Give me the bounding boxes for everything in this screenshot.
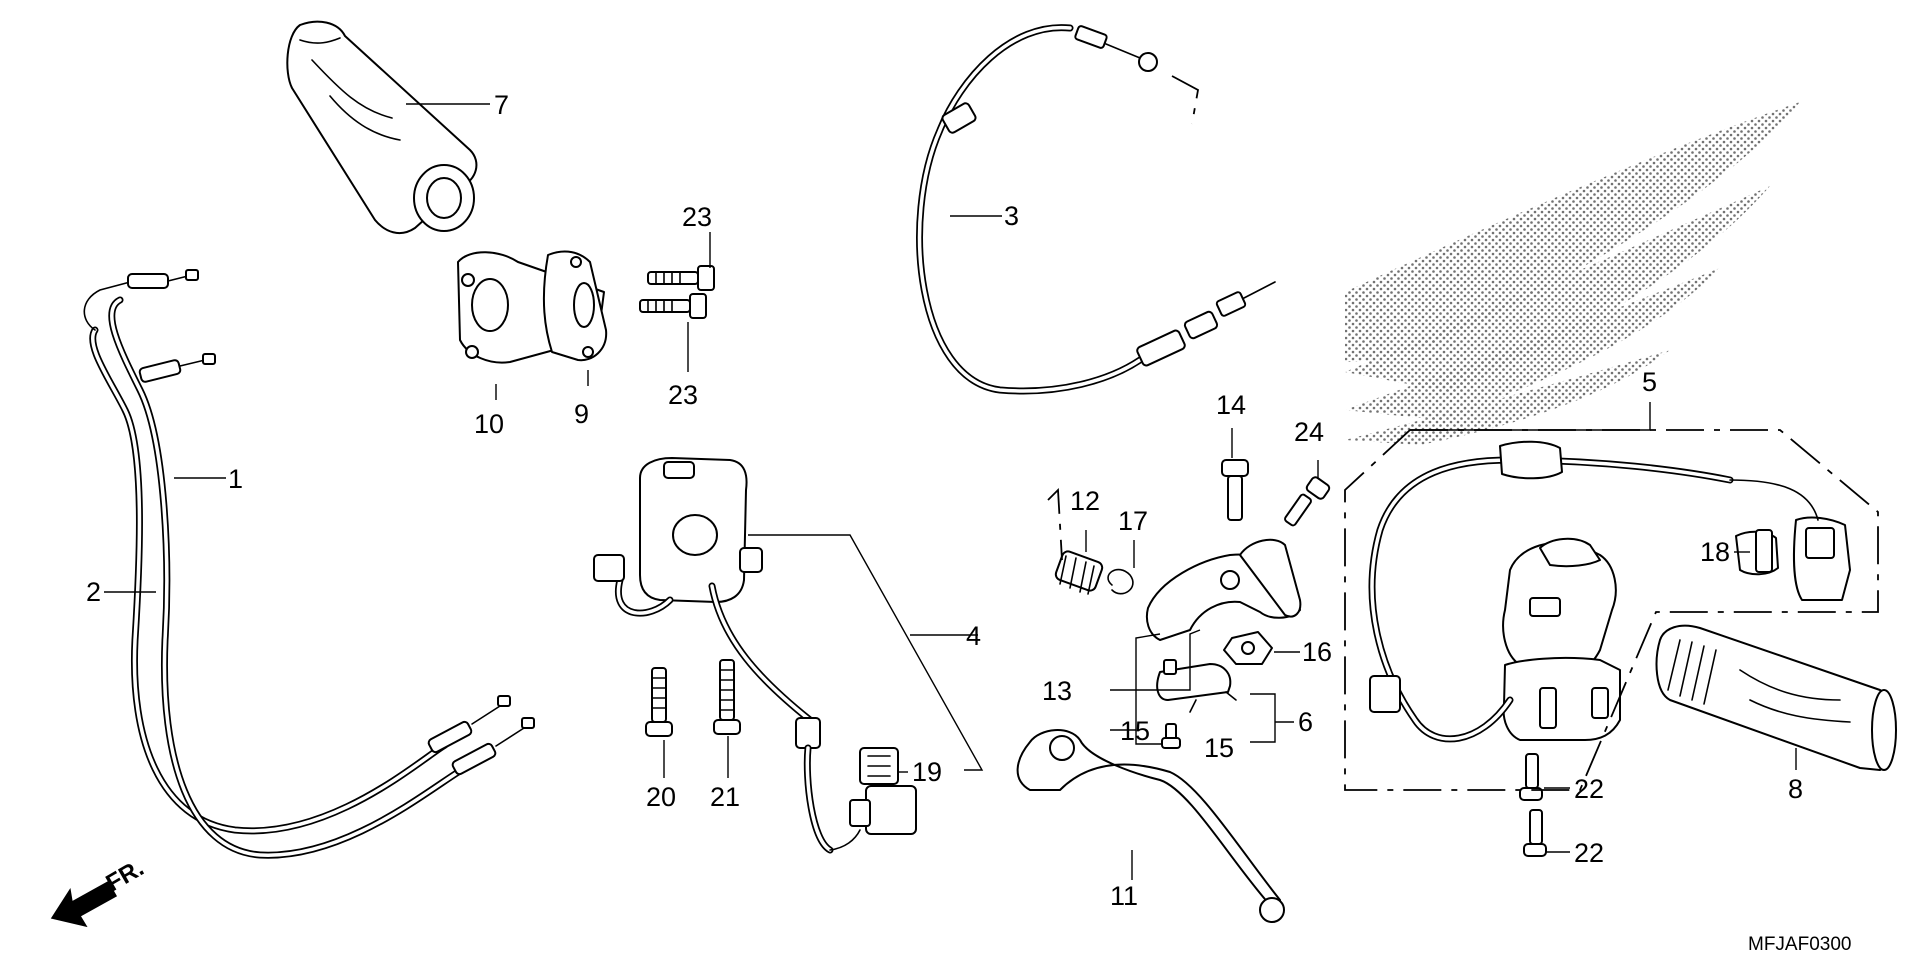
wing-logo-watermark	[1345, 102, 1800, 445]
callout-14: 14	[1216, 390, 1246, 420]
clutch-lever-11	[1016, 729, 1285, 923]
callout-7: 7	[494, 90, 509, 120]
drawing-code: MFJAF0300	[1748, 934, 1851, 955]
callout-23a: 23	[682, 202, 712, 232]
callout-4: 4	[966, 621, 981, 651]
screw-24	[1284, 476, 1331, 527]
callout-16: 16	[1302, 637, 1332, 667]
callout-labels: 1 2 3 4 5 6 7 8 9 10 11 12 13 14 15 15 1…	[86, 90, 1803, 911]
callout-21: 21	[710, 782, 740, 812]
callout-15a: 15	[1120, 716, 1150, 746]
leader-lines	[104, 103, 1797, 880]
callout-6: 6	[1298, 707, 1313, 737]
throttle-cable-return	[108, 296, 474, 859]
throttle-cable-pull	[89, 326, 449, 835]
wire-clip-19	[859, 747, 899, 785]
callout-8: 8	[1788, 774, 1803, 804]
housing-screw-lower	[639, 293, 707, 319]
callout-13: 13	[1042, 676, 1072, 706]
housing-screw-upper	[647, 265, 715, 291]
callout-19: 19	[912, 757, 942, 787]
bolt-14	[1221, 459, 1249, 521]
callout-23b: 23	[668, 380, 698, 410]
screw-15	[1161, 723, 1181, 749]
lever-bracket-13	[1145, 538, 1302, 641]
callout-12: 12	[1070, 486, 1100, 516]
callout-20: 20	[646, 782, 676, 812]
adjuster-12	[1054, 550, 1104, 595]
front-direction-indicator: FR.	[50, 854, 148, 928]
clutch-cable	[916, 24, 1276, 395]
right-handlebar-switch	[1368, 440, 1851, 743]
callout-2: 2	[86, 577, 101, 607]
front-arrow-icon	[50, 880, 118, 928]
callout-9: 9	[574, 399, 589, 429]
switch-screw-20	[645, 667, 673, 737]
nut-16	[1223, 631, 1273, 665]
left-grip	[1655, 624, 1897, 771]
connector-clip-18	[1735, 529, 1779, 576]
callout-22b: 22	[1574, 838, 1604, 868]
callout-17: 17	[1118, 506, 1148, 536]
cable-end-fittings	[83, 269, 535, 776]
left-handlebar-switch	[593, 457, 917, 854]
callout-18: 18	[1700, 537, 1730, 567]
clutch-cable-phantom	[1171, 75, 1199, 125]
callout-24: 24	[1294, 417, 1324, 447]
adjuster-phantom	[1047, 487, 1063, 561]
switch-screw-22a	[1519, 753, 1543, 801]
clutch-switch-6	[1156, 659, 1237, 713]
callout-22a: 22	[1574, 774, 1604, 804]
callout-10: 10	[474, 409, 504, 439]
switch-screw-22b	[1523, 809, 1547, 857]
throttle-housing-lower	[542, 250, 608, 362]
assembly-boundary-5	[1344, 429, 1879, 791]
spring-17	[1107, 568, 1134, 595]
callout-15b: 15	[1204, 733, 1234, 763]
callout-3: 3	[1004, 201, 1019, 231]
callout-1: 1	[228, 464, 243, 494]
throttle-grip	[286, 20, 478, 235]
switch-screw-21	[713, 659, 741, 735]
callout-11: 11	[1110, 881, 1138, 911]
callout-5: 5	[1642, 367, 1657, 397]
